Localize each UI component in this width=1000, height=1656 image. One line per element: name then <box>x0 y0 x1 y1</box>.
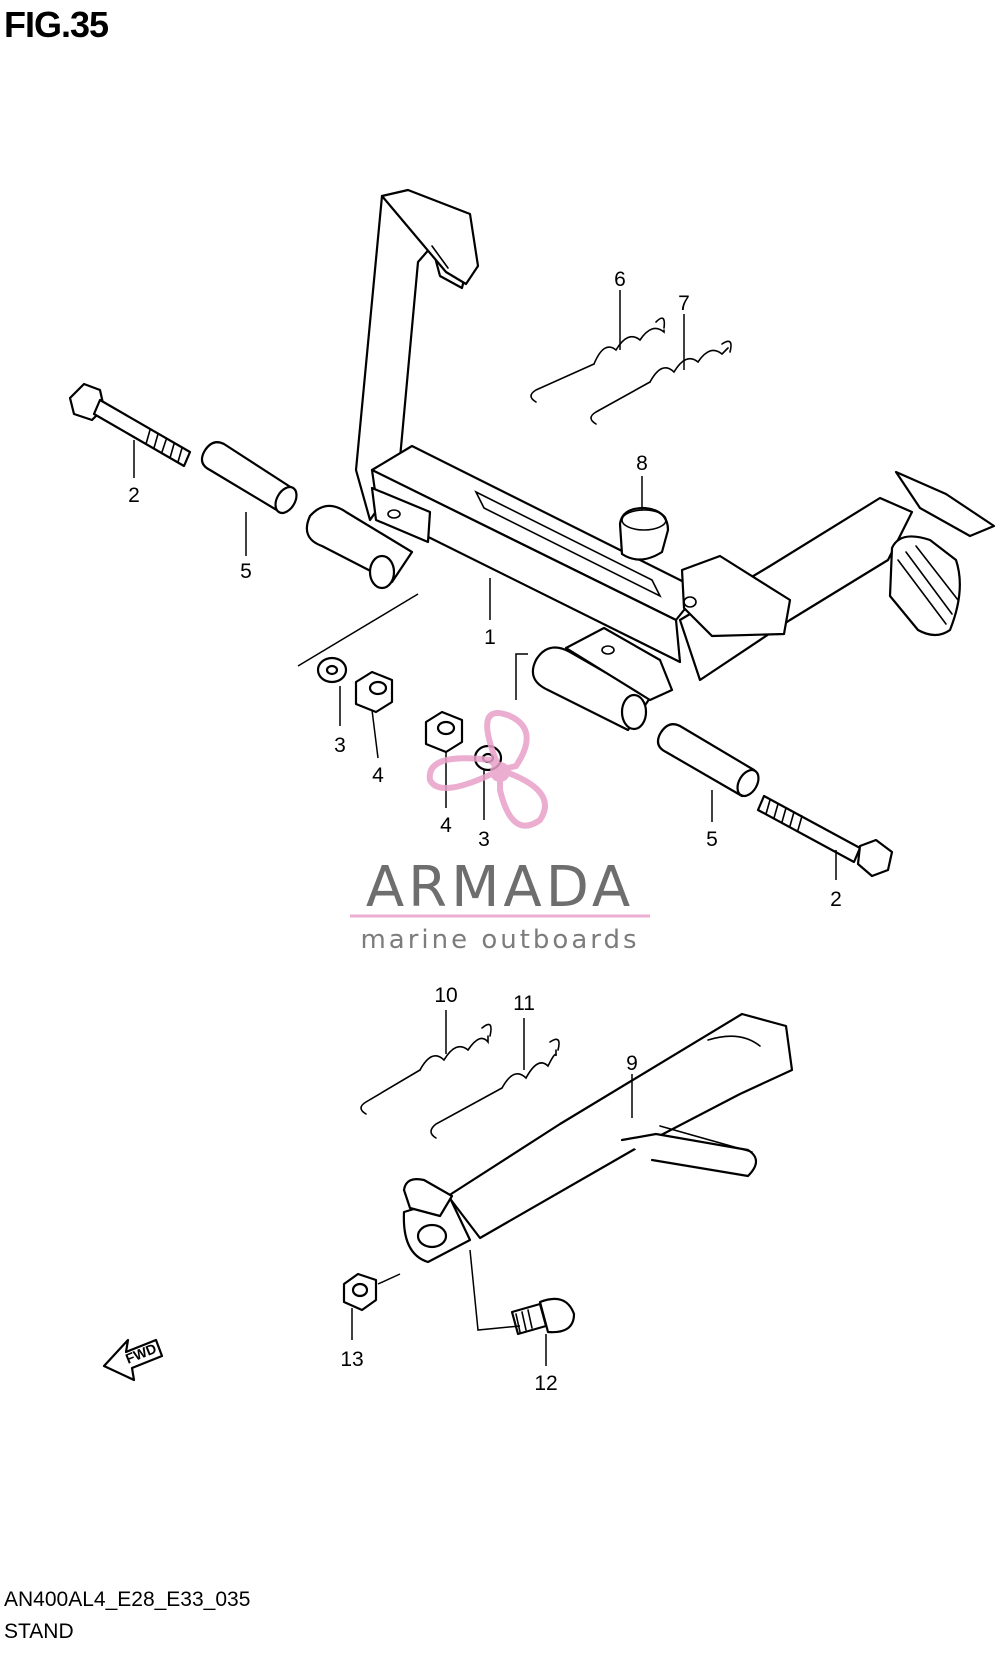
rubber-stopper[interactable] <box>618 506 670 561</box>
spacer-left[interactable] <box>200 441 301 516</box>
callout-7: 7 <box>678 292 690 315</box>
spring-6[interactable] <box>530 317 666 403</box>
figure-title: FIG.35 <box>4 4 109 45</box>
bolt-left[interactable] <box>68 382 192 468</box>
diagram-code: AN400AL4_E28_E33_035 <box>4 1588 251 1611</box>
center-stand[interactable] <box>305 188 996 732</box>
callout-labels: 1 2 2 3 3 4 4 5 5 6 7 8 9 10 11 12 13 <box>128 268 842 1395</box>
side-stand-nut[interactable] <box>342 1272 378 1312</box>
spring-7[interactable] <box>590 340 732 425</box>
propeller-logo-icon <box>426 710 548 829</box>
forward-arrow-icon: FWD <box>102 1338 164 1382</box>
nut-right[interactable] <box>424 710 464 754</box>
diagram-name: STAND <box>4 1620 74 1643</box>
callout-3-left: 3 <box>334 734 346 757</box>
callout-6: 6 <box>614 268 626 291</box>
spring-10[interactable] <box>360 1023 492 1115</box>
callout-3-right: 3 <box>478 828 490 851</box>
callout-9: 9 <box>626 1052 638 1075</box>
washer-left[interactable] <box>316 656 348 684</box>
callout-4-right: 4 <box>440 814 452 837</box>
nut-left[interactable] <box>354 670 394 714</box>
callout-2-right: 2 <box>830 888 842 911</box>
callout-5-right: 5 <box>706 828 718 851</box>
side-stand[interactable] <box>402 1012 794 1264</box>
callout-4-left: 4 <box>372 764 384 787</box>
bolt-right[interactable] <box>756 794 894 878</box>
watermark-tagline: marine outboards <box>360 925 639 955</box>
callout-2-left: 2 <box>128 484 140 507</box>
leader-lines <box>133 290 837 1366</box>
spring-11[interactable] <box>430 1038 560 1139</box>
callout-12: 12 <box>534 1372 557 1395</box>
callout-13: 13 <box>340 1348 363 1371</box>
armada-watermark: ARMADA marine outboards <box>350 710 650 955</box>
callout-5-left: 5 <box>240 560 252 583</box>
spacer-right[interactable] <box>656 723 763 799</box>
callout-8: 8 <box>636 452 648 475</box>
callout-10: 10 <box>434 984 457 1007</box>
watermark-name: ARMADA <box>366 855 634 920</box>
callout-11: 11 <box>513 992 535 1015</box>
callout-1: 1 <box>484 626 496 649</box>
side-stand-bolt[interactable] <box>510 1297 576 1336</box>
